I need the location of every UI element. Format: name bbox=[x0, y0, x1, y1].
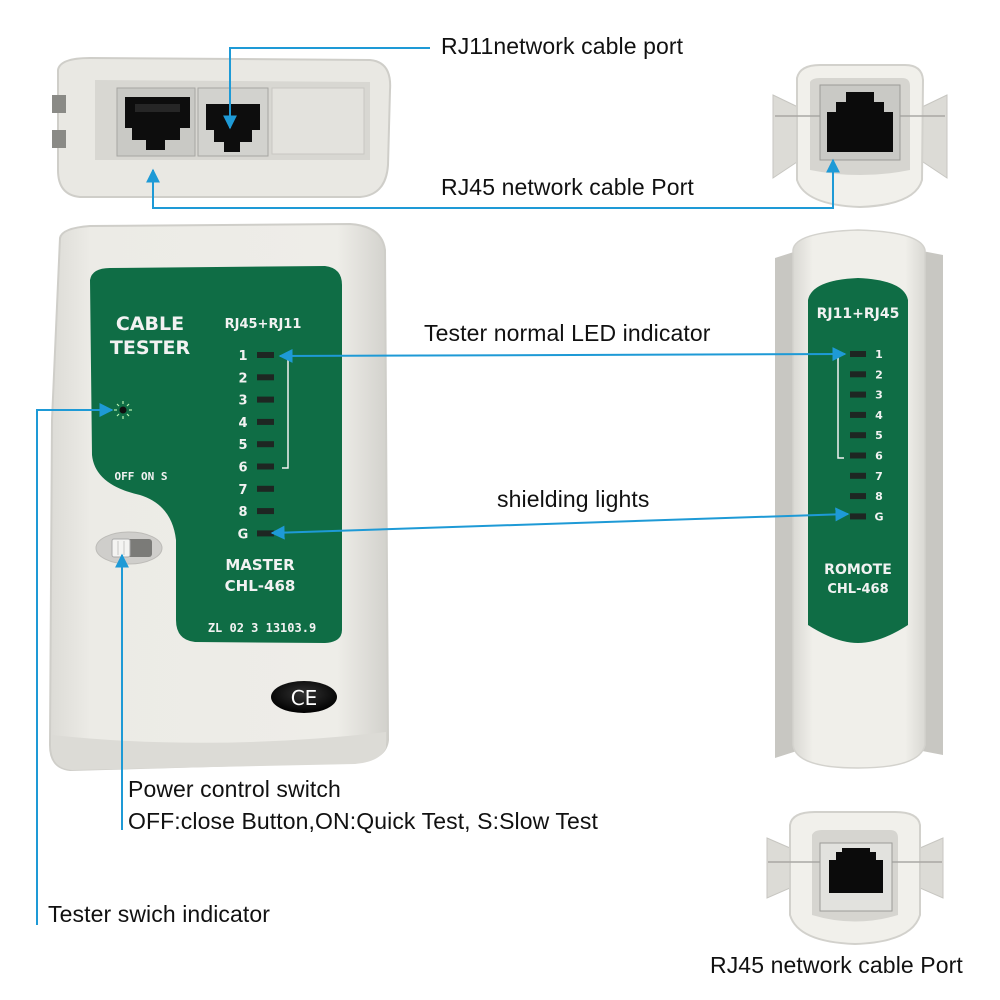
remote-led-label: 3 bbox=[875, 389, 883, 402]
remote-led-8 bbox=[850, 493, 866, 500]
remote-led-1 bbox=[850, 351, 866, 357]
callout-power-switch-desc: OFF:close Button,ON:Quick Test, S:Slow T… bbox=[128, 808, 599, 834]
remote-led-label: 7 bbox=[875, 470, 883, 483]
remote-model-line1: ROMOTE bbox=[824, 562, 892, 578]
callout-rj11-port: RJ11network cable port bbox=[441, 33, 684, 59]
remote-wing-right bbox=[919, 837, 944, 899]
master-led-label: 7 bbox=[238, 483, 247, 498]
master-model-line2: CHL-468 bbox=[225, 577, 296, 595]
remote-led-label: 2 bbox=[875, 368, 883, 381]
power-indicator-led bbox=[114, 401, 132, 419]
master-led-1 bbox=[257, 352, 274, 358]
power-slide-switch[interactable] bbox=[95, 531, 163, 565]
master-rj11-port bbox=[197, 87, 269, 157]
master-led-label: 2 bbox=[238, 371, 247, 386]
master-led-label: G bbox=[238, 527, 249, 542]
remote-led-4 bbox=[850, 411, 866, 418]
master-led-6 bbox=[257, 463, 274, 470]
callout-switch-indicator: Tester swich indicator bbox=[48, 901, 271, 927]
remote-rj45-port-top bbox=[819, 84, 901, 161]
master-title-line1: CABLE bbox=[116, 313, 184, 335]
remote-led-label: 6 bbox=[875, 450, 883, 463]
master-unit: CABLE TESTER RJ45+RJ11 1 2 3 4 5 6 7 8G OFF ON … bbox=[48, 222, 390, 772]
master-led-label: 1 bbox=[238, 349, 247, 364]
master-end-view bbox=[52, 56, 392, 198]
shielding-callout-line bbox=[270, 507, 850, 540]
remote-unit: RJ11+RJ45 1 2 3 4 5 6 7 8G ROMOTE CHL-468 bbox=[775, 229, 943, 769]
master-led-label: 5 bbox=[238, 438, 247, 453]
clip-notch bbox=[52, 95, 66, 113]
remote-led-label: 4 bbox=[875, 409, 883, 422]
master-led-2 bbox=[257, 374, 274, 381]
rj11-callout-line bbox=[223, 47, 430, 130]
remote-led-label: 5 bbox=[875, 429, 883, 442]
remote-green-panel bbox=[808, 278, 908, 643]
remote-led-7 bbox=[850, 472, 866, 479]
remote-wing-left bbox=[766, 837, 791, 899]
master-led-label: 8 bbox=[238, 505, 247, 520]
callout-shielding-lights: shielding lights bbox=[497, 486, 650, 512]
master-led-5 bbox=[257, 441, 274, 448]
remote-led-label: 8 bbox=[875, 490, 883, 503]
master-rj45-port bbox=[116, 87, 196, 157]
remote-led-5 bbox=[850, 432, 866, 439]
remote-led-label: 1 bbox=[875, 348, 883, 361]
master-led-7 bbox=[257, 485, 274, 492]
master-led-4 bbox=[257, 418, 274, 425]
master-led-8 bbox=[257, 508, 274, 515]
led-indicator-callout-line bbox=[278, 347, 847, 363]
remote-model-line2: CHL-468 bbox=[827, 582, 888, 597]
callout-rj45-port-bottom: RJ45 network cable Port bbox=[710, 952, 963, 978]
callout-lines bbox=[36, 47, 850, 925]
remote-wing-right bbox=[919, 94, 948, 179]
master-port-label: RJ45+RJ11 bbox=[225, 317, 302, 332]
remote-led-G bbox=[850, 513, 866, 520]
callout-power-switch-title: Power control switch bbox=[128, 776, 341, 802]
switch-indicator-callout-line bbox=[36, 403, 114, 925]
callout-rj45-port-top: RJ45 network cable Port bbox=[441, 174, 694, 200]
master-title-line2: TESTER bbox=[110, 337, 191, 359]
master-led-label: 3 bbox=[238, 394, 247, 409]
remote-led-column: 1 2 3 4 5 6 7 8G bbox=[850, 348, 884, 523]
remote-port-label: RJ11+RJ45 bbox=[817, 306, 900, 322]
master-led-column: 1 2 3 4 5 6 7 8G bbox=[238, 349, 274, 542]
master-blank-panel bbox=[271, 87, 365, 155]
master-model-line1: MASTER bbox=[225, 556, 295, 574]
master-serial: ZL 02 3 13103.9 bbox=[208, 621, 316, 635]
remote-rj45-port-bottom bbox=[819, 842, 893, 912]
remote-end-view-bottom bbox=[766, 811, 944, 946]
master-led-label: 6 bbox=[238, 461, 247, 476]
switch-position-label: OFF ON S bbox=[115, 470, 168, 483]
master-body-bottom-lip bbox=[52, 732, 386, 770]
clip-notch bbox=[52, 130, 66, 148]
remote-led-3 bbox=[850, 391, 866, 398]
ce-mark-text: CE bbox=[291, 686, 318, 710]
remote-led-2 bbox=[850, 371, 866, 378]
remote-end-view-top bbox=[772, 64, 948, 209]
remote-led-6 bbox=[850, 452, 866, 459]
callout-led-indicator: Tester normal LED indicator bbox=[424, 320, 711, 346]
master-led-label: 4 bbox=[238, 416, 247, 431]
master-led-3 bbox=[257, 396, 274, 403]
remote-wing-left bbox=[772, 94, 801, 179]
rj45-top-callout-line bbox=[146, 158, 840, 209]
remote-led-label: G bbox=[874, 510, 883, 523]
master-led-G bbox=[257, 530, 274, 537]
ce-mark-badge: CE bbox=[271, 681, 337, 713]
